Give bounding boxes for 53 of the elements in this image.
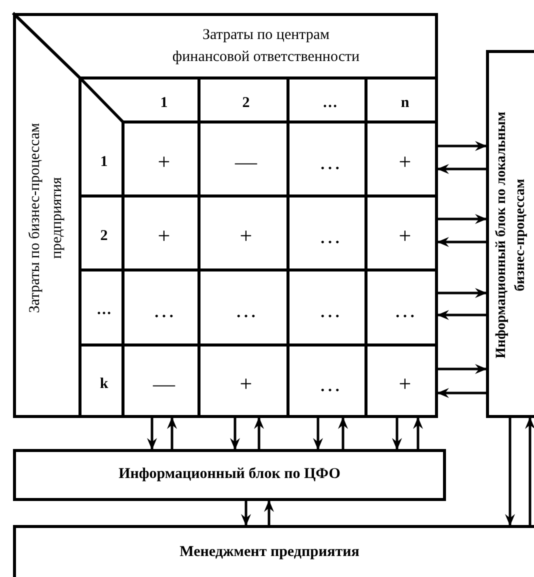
cell-value: + [156, 149, 172, 175]
arrow [264, 500, 274, 525]
cell-value: + [238, 223, 254, 249]
arrow [254, 417, 264, 449]
index-label: … [96, 301, 112, 320]
arrow [438, 288, 487, 298]
row-heading: Затраты по бизнес-процессам предприятия [26, 122, 66, 315]
index-label: 1 [159, 94, 169, 113]
cell-value: … [152, 297, 176, 323]
cell-value: + [398, 149, 412, 175]
arrow [438, 214, 487, 224]
cell-value: … [318, 371, 342, 397]
arrow [505, 418, 515, 526]
block-title: Информационный блок по локальным бизнес-процессам [493, 110, 529, 360]
block-title: Информационный блок по ЦФО [118, 465, 342, 484]
block-title: Менеджмент предприятия [178, 543, 360, 562]
arrow [338, 417, 348, 449]
arrow [392, 418, 402, 450]
cell-value: — [234, 149, 258, 175]
cell-value: … [318, 149, 342, 175]
index-label: … [322, 94, 338, 113]
block-box [13, 525, 534, 577]
arrow [313, 418, 323, 450]
cell-value: … [234, 297, 258, 323]
arrow [525, 417, 534, 525]
cell-value: + [398, 223, 412, 249]
index-label: 2 [241, 94, 251, 113]
arrow [167, 417, 177, 449]
cell-value: — [152, 371, 176, 397]
arrow [241, 501, 251, 526]
arrow [437, 310, 486, 320]
index-label: n [400, 94, 410, 113]
arrow [437, 164, 486, 174]
arrow [147, 418, 157, 450]
arrow [438, 364, 487, 374]
arrow [438, 141, 487, 151]
arrow [437, 237, 486, 247]
cell-value: + [238, 371, 254, 397]
cell-value: … [393, 297, 417, 323]
arrow [413, 417, 423, 449]
cell-value: … [318, 297, 342, 323]
cell-value: + [398, 371, 412, 397]
index-label: 1 [99, 153, 109, 172]
block-box [486, 50, 534, 418]
matrix-box [13, 13, 438, 418]
cell-value: … [318, 223, 342, 249]
arrow [437, 388, 486, 398]
index-label: 2 [99, 227, 109, 246]
index-label: k [98, 375, 110, 394]
arrow [230, 418, 240, 450]
block-box [13, 449, 446, 501]
cell-value: + [156, 223, 172, 249]
column-heading: Затраты по центрам финансовой ответственности [171, 26, 361, 67]
